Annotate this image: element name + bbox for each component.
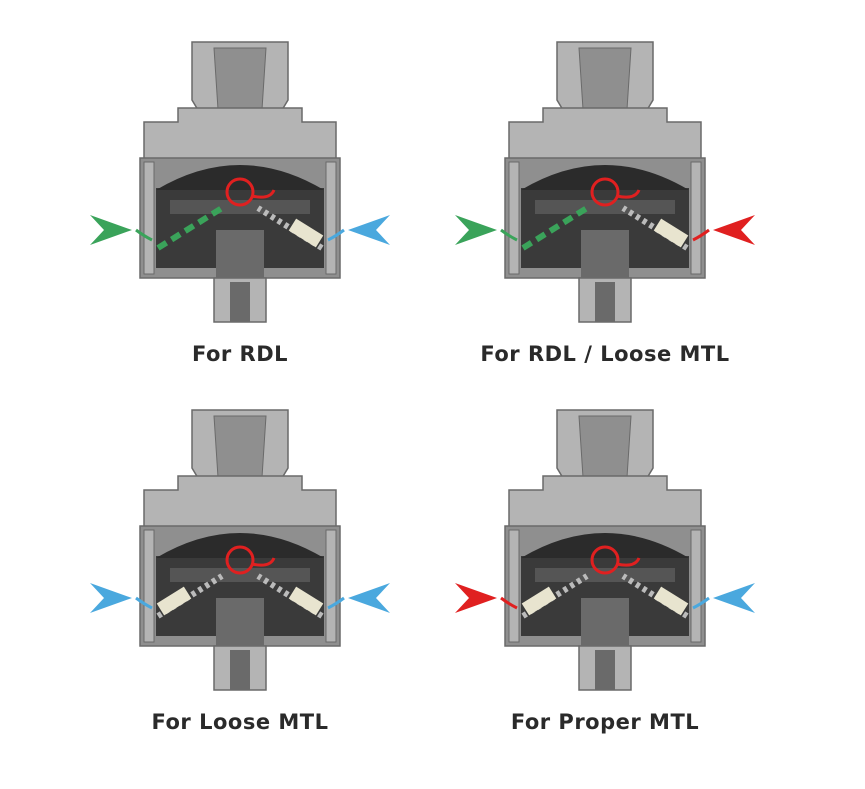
diagram-panel-loose-mtl: For Loose MTL bbox=[30, 398, 450, 788]
deck-plate bbox=[535, 200, 675, 214]
connector-bore bbox=[595, 282, 615, 322]
diagram-panel-rdl: For RDL bbox=[30, 30, 450, 420]
deck-plate bbox=[170, 568, 310, 582]
coil-icon bbox=[590, 177, 620, 207]
left-airflow-arrow-icon bbox=[455, 215, 497, 245]
panel-caption: For Proper MTL bbox=[510, 710, 700, 734]
left-airflow-channel bbox=[156, 205, 224, 251]
right-airflow-insert bbox=[288, 586, 324, 616]
left-airflow-hook bbox=[500, 596, 518, 610]
right-airflow-insert bbox=[653, 586, 689, 616]
left-wall bbox=[143, 161, 155, 275]
right-airflow-hook bbox=[692, 228, 710, 242]
right-airflow-hook bbox=[327, 228, 345, 242]
atomizer-cross-section bbox=[90, 41, 390, 323]
coil-lead bbox=[251, 189, 276, 199]
panel-caption: For Loose MTL bbox=[151, 710, 329, 734]
left-airflow-insert bbox=[156, 586, 192, 616]
atomizer-cross-section bbox=[90, 409, 390, 691]
left-wall bbox=[508, 529, 520, 643]
panel-caption: For RDL bbox=[191, 342, 289, 366]
coil-icon bbox=[225, 545, 255, 575]
left-wall bbox=[508, 161, 520, 275]
right-airflow-insert bbox=[288, 218, 324, 248]
right-airflow-arrow-icon bbox=[348, 215, 390, 245]
right-airflow-arrow-icon bbox=[713, 583, 755, 613]
center-post bbox=[216, 598, 264, 646]
left-airflow-hook bbox=[135, 228, 153, 242]
right-wall bbox=[325, 161, 337, 275]
deck-plate bbox=[535, 568, 675, 582]
left-airflow-hook bbox=[135, 596, 153, 610]
connector-bore bbox=[230, 282, 250, 322]
right-airflow-insert bbox=[653, 218, 689, 248]
coil-icon bbox=[590, 545, 620, 575]
connector-bore bbox=[230, 650, 250, 690]
connector-bore bbox=[595, 650, 615, 690]
left-airflow-hook bbox=[500, 228, 518, 242]
right-airflow-arrow-icon bbox=[348, 583, 390, 613]
coil-lead bbox=[616, 557, 641, 567]
coil-icon bbox=[225, 177, 255, 207]
center-post bbox=[216, 230, 264, 278]
right-airflow-hook bbox=[692, 596, 710, 610]
left-airflow-arrow-icon bbox=[455, 583, 497, 613]
left-airflow-channel bbox=[521, 205, 589, 251]
diagram-panel-rdl-loose-mtl: For RDL / Loose MTL bbox=[395, 30, 815, 420]
coil-lead bbox=[616, 189, 641, 199]
atomizer-cross-section bbox=[455, 41, 755, 323]
deck-plate bbox=[170, 200, 310, 214]
left-airflow-arrow-icon bbox=[90, 583, 132, 613]
atomizer-cross-section bbox=[455, 409, 755, 691]
panel-caption: For RDL / Loose MTL bbox=[480, 342, 730, 366]
right-airflow-arrow-icon bbox=[713, 215, 755, 245]
left-airflow-arrow-icon bbox=[90, 215, 132, 245]
left-airflow-insert bbox=[521, 586, 557, 616]
diagram-panel-proper-mtl: For Proper MTL bbox=[395, 398, 815, 788]
right-wall bbox=[690, 529, 702, 643]
right-wall bbox=[325, 529, 337, 643]
right-wall bbox=[690, 161, 702, 275]
center-post bbox=[581, 230, 629, 278]
right-airflow-hook bbox=[327, 596, 345, 610]
coil-lead bbox=[251, 557, 276, 567]
center-post bbox=[581, 598, 629, 646]
left-wall bbox=[143, 529, 155, 643]
